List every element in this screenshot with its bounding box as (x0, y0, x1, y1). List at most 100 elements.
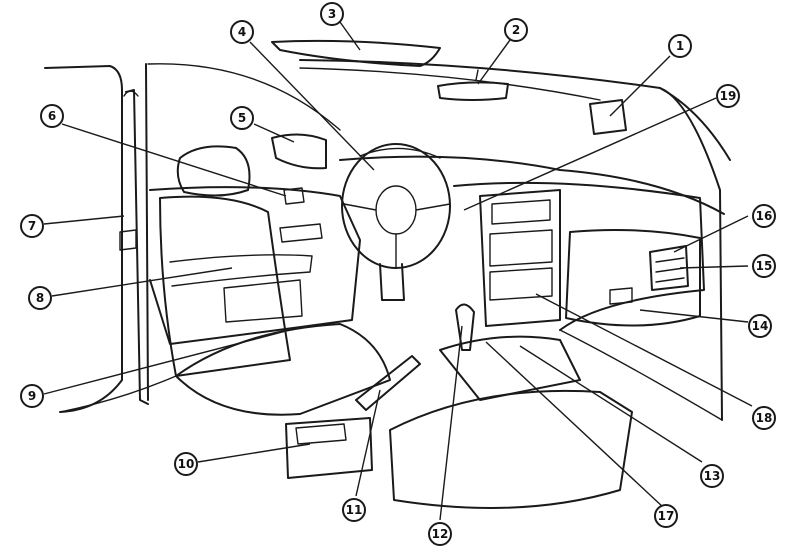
leader-14 (639, 309, 749, 323)
door-handle (283, 187, 305, 205)
leader-1 (609, 55, 671, 117)
dashboard-body (453, 181, 705, 331)
callout-18-label: 18 (756, 411, 773, 425)
side-mirror (271, 133, 327, 170)
leader-4 (249, 41, 375, 171)
callout-1: 1 (668, 34, 692, 58)
center-console (439, 335, 581, 401)
callout-8: 8 (28, 286, 52, 310)
callout-13: 13 (700, 464, 724, 488)
callout-10-label: 10 (178, 457, 195, 471)
passenger-seat (389, 389, 633, 509)
leader-16 (673, 215, 749, 253)
sun-visor (271, 39, 441, 67)
belt-buckle (119, 229, 137, 251)
callout-17-label: 17 (658, 509, 675, 523)
rearview-mirror (437, 81, 509, 101)
door-panel (149, 186, 361, 345)
climate-controls (489, 267, 553, 301)
leader-12 (439, 325, 463, 521)
callout-11: 11 (342, 498, 366, 522)
callout-5-label: 5 (238, 111, 246, 125)
callout-10: 10 (174, 452, 198, 476)
door-frame (44, 65, 123, 413)
belt-anchor (123, 90, 139, 97)
callout-2-label: 2 (512, 23, 520, 37)
leader-7 (43, 215, 125, 225)
center-vents (491, 199, 551, 225)
leader-15 (679, 265, 749, 269)
floor-line-right (559, 329, 723, 421)
handbrake (355, 355, 421, 411)
seat-belt (125, 89, 149, 405)
callout-12-label: 12 (432, 527, 449, 541)
leader-6 (61, 123, 287, 197)
callout-6-label: 6 (48, 109, 56, 123)
leader-11 (355, 389, 381, 497)
callout-14-label: 14 (752, 319, 769, 333)
leader-19 (463, 97, 717, 211)
dashboard-top (339, 155, 725, 215)
callout-17: 17 (654, 504, 678, 528)
windshield-lower-edge (299, 67, 601, 101)
callout-19-label: 19 (720, 89, 737, 103)
leader-17 (485, 341, 665, 509)
center-stack (479, 189, 561, 327)
callout-13-label: 13 (704, 469, 721, 483)
callout-15: 15 (752, 254, 776, 278)
callout-18: 18 (752, 406, 776, 430)
callout-1-label: 1 (676, 39, 684, 53)
leader-18 (535, 293, 753, 407)
callout-4: 4 (230, 20, 254, 44)
callout-4-label: 4 (238, 25, 246, 39)
callout-3-label: 3 (328, 7, 336, 21)
leader-10 (197, 443, 311, 463)
floor-line-left (59, 375, 177, 413)
steering-hub (375, 185, 417, 235)
door-armrest (169, 254, 313, 287)
right-vent-slats (655, 257, 685, 283)
leader-2 (477, 39, 511, 85)
callout-16: 16 (752, 204, 776, 228)
callout-2: 2 (504, 18, 528, 42)
glove-box (565, 229, 701, 327)
callout-8-label: 8 (36, 291, 44, 305)
windshield-frame (299, 59, 731, 161)
callout-19: 19 (716, 84, 740, 108)
door-pocket (223, 279, 303, 323)
head-rest (176, 145, 251, 197)
leader-13 (519, 345, 703, 463)
callout-5: 5 (230, 106, 254, 130)
callout-11-label: 11 (346, 503, 363, 517)
leader-8 (51, 267, 233, 297)
a-pillar-right (659, 87, 723, 421)
leader-9 (43, 329, 291, 395)
steering-spokes (343, 203, 451, 269)
armrest-lid (295, 423, 347, 445)
gear-shifter (455, 303, 475, 351)
radio-unit (489, 229, 553, 267)
armrest-box (285, 417, 373, 479)
window-switch (279, 223, 323, 243)
callout-12: 12 (428, 522, 452, 546)
glove-box-latch (609, 287, 633, 305)
callout-3: 3 (320, 2, 344, 26)
steering-column (379, 263, 405, 301)
b-pillar (145, 63, 149, 401)
right-vent (649, 245, 689, 291)
instrument-hood (359, 147, 441, 159)
callout-14: 14 (748, 314, 772, 338)
mirror-mount (475, 69, 479, 81)
leader-5 (253, 123, 295, 143)
callout-9: 9 (20, 384, 44, 408)
callout-7: 7 (20, 214, 44, 238)
seat-back (159, 195, 291, 377)
callout-7-label: 7 (28, 219, 36, 233)
sensor-module (589, 99, 627, 135)
callout-9-label: 9 (28, 389, 36, 403)
leader-3 (339, 21, 361, 51)
callout-15-label: 15 (756, 259, 773, 273)
callout-6: 6 (40, 104, 64, 128)
